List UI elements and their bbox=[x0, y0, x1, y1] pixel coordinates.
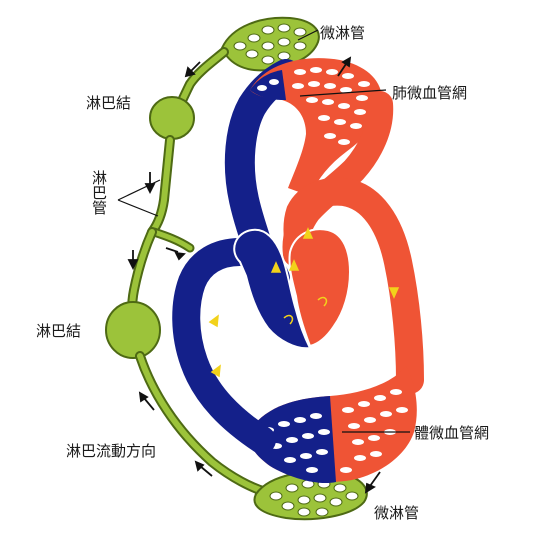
arrow-down-icon bbox=[144, 172, 156, 195]
lymph-flow-arrows bbox=[127, 56, 381, 494]
leader-lymph-vessel-1 bbox=[117, 179, 161, 201]
label-bottom-lymph-capillary: 微淋管 bbox=[374, 504, 420, 522]
bottom-lymph-capillary-holes bbox=[269, 479, 359, 517]
arrow-down-left-icon bbox=[184, 61, 201, 78]
arrow-up-left-icon bbox=[194, 460, 213, 477]
label-lymph-flow-direction: 淋巴流動方向 bbox=[66, 442, 157, 460]
top-lymph-capillary-holes bbox=[233, 23, 307, 65]
arrow-down-left-icon bbox=[364, 471, 381, 494]
lower-lymph-node bbox=[105, 301, 161, 359]
heart-right-side bbox=[233, 228, 312, 350]
leader-lymph-vessel-2 bbox=[117, 199, 159, 217]
flow-arrows bbox=[208, 227, 400, 378]
arrow-up-right-icon bbox=[337, 56, 352, 77]
label-upper-lymph-node: 淋巴結 bbox=[86, 94, 132, 112]
heart-left-side bbox=[288, 228, 352, 348]
arrow-down-icon bbox=[127, 250, 139, 271]
flow-arrow-icon bbox=[388, 287, 400, 299]
flow-arrow-icon bbox=[288, 259, 300, 271]
leader-lung-capillary bbox=[299, 89, 387, 97]
flow-arrow-icon bbox=[208, 314, 219, 328]
flow-arrow-icon bbox=[317, 296, 328, 307]
label-top-lymph-capillary: 微淋管 bbox=[320, 24, 366, 42]
leader-lines bbox=[117, 29, 410, 433]
lung-capillary-holes bbox=[257, 67, 370, 145]
flow-arrow-icon bbox=[210, 364, 221, 378]
arrow-right-icon bbox=[165, 247, 186, 261]
leader-top-lymph-capillary bbox=[297, 29, 319, 41]
flow-arrow-icon bbox=[283, 314, 294, 325]
label-body-capillary-net: 體微血管網 bbox=[414, 424, 490, 442]
arrow-up-left-icon bbox=[138, 391, 155, 411]
flow-arrow-icon bbox=[270, 261, 282, 273]
label-lower-lymph-node: 淋巴結 bbox=[36, 322, 82, 340]
upper-lymph-node bbox=[149, 96, 195, 140]
lymphatic-system bbox=[105, 16, 368, 521]
label-lung-capillary-net: 肺微血管網 bbox=[392, 84, 468, 102]
label-lymph-vessel: 淋巴管 bbox=[90, 170, 108, 215]
flow-arrow-icon bbox=[302, 227, 314, 239]
heart bbox=[233, 228, 352, 350]
aorta-red-vessel bbox=[283, 177, 424, 394]
